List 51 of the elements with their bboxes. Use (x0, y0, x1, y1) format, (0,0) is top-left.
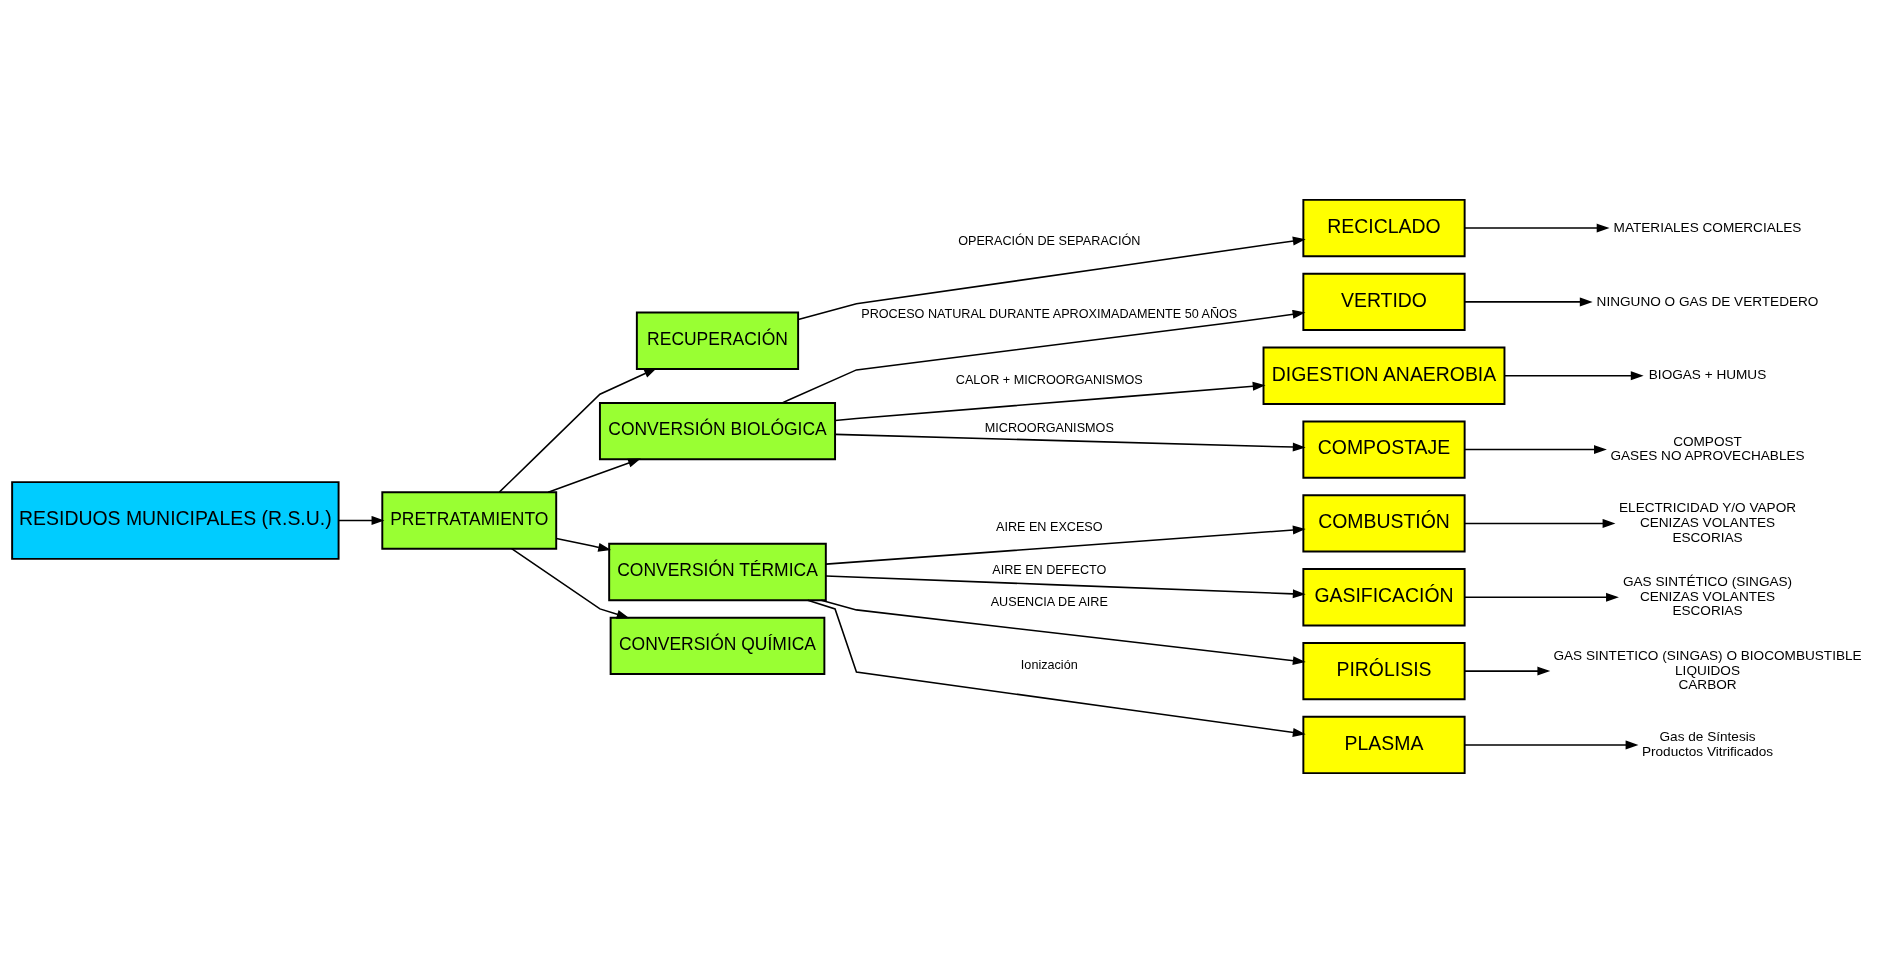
arrow (1464, 297, 1593, 307)
arrow (825, 575, 1306, 599)
node-box: DIGESTION ANAEROBIA (1262, 346, 1506, 405)
node-box: VERTIDO (1302, 272, 1466, 332)
arrow (820, 599, 1306, 666)
arrow (834, 381, 1266, 422)
node-box: COMPOSTAJE (1302, 420, 1466, 479)
arrow (781, 309, 1306, 404)
node-box: CONVERSIÓN BIOLÓGICA (598, 401, 837, 461)
node-box: PRETRATAMIENTO (381, 491, 558, 550)
edge-label: AUSENCIA DE AIRE (990, 595, 1108, 610)
arrow (547, 458, 641, 493)
arrow (1503, 371, 1644, 381)
node-box: RECUPERACIÓN (635, 311, 800, 370)
node-text: Gas de Síntesis Productos Vitrificados (1641, 729, 1774, 759)
edge-label: MICROORGANISMOS (984, 421, 1114, 436)
arrow (825, 525, 1306, 565)
edge-label: PROCESO NATURAL DURANTE APROXIMADAMENTE 50 AÑOS (861, 306, 1238, 321)
node-box: PLASMA (1302, 715, 1466, 775)
arrow (1464, 223, 1610, 233)
arrow (1464, 666, 1551, 676)
node-box: COMBUSTIÓN (1302, 494, 1466, 553)
arrow (498, 368, 657, 493)
node-text: ELECTRICIDAD Y/O VAPOR CENIZAS VOLANTES ESCORIAS (1619, 500, 1797, 545)
node-text: NINGUNO O GAS DE VERTEDERO (1596, 293, 1819, 309)
arrow (806, 599, 1306, 737)
arrow (338, 516, 385, 525)
arrow (1464, 445, 1607, 455)
arrow (1464, 592, 1619, 602)
node-text: MATERIALES COMERCIALES (1613, 219, 1802, 235)
node-box: RECICLADO (1302, 198, 1466, 258)
arrow (510, 547, 630, 619)
node-text: COMPOST GASES NO APROVECHABLES (1610, 433, 1805, 464)
edge-label: OPERACIÓN DE SEPARACIÓN (958, 233, 1141, 248)
edge-label: AIRE EN EXCESO (995, 519, 1103, 534)
edge-label: CALOR + MICROORGANISMOS (955, 372, 1143, 387)
edge-label: AIRE EN DEFECTO (992, 563, 1107, 578)
node-text: BIOGAS + HUMUS (1648, 367, 1767, 383)
node-box: CONVERSIÓN TÉRMICA (608, 542, 827, 602)
arrow (555, 537, 612, 552)
edge-label: Ionización (1020, 657, 1078, 672)
arrow (1464, 740, 1639, 750)
node-box: RESIDUOS MUNICIPALES (R.S.U.) (11, 481, 340, 560)
node-text: GAS SINTETICO (SINGAS) O BIOCOMBUSTIBLE LIQUIDOS CARBOR (1553, 648, 1862, 693)
node-box: CONVERSIÓN QUÍMICA (609, 616, 826, 675)
arrow (797, 236, 1306, 321)
arrow (1464, 518, 1616, 528)
node-box: GASIFICACIÓN (1302, 568, 1466, 627)
node-box: PIRÓLISIS (1302, 641, 1466, 701)
node-text: GAS SINTÉTICO (SINGAS) CENIZAS VOLANTES ESCORIAS (1622, 574, 1793, 619)
arrow (834, 433, 1306, 452)
